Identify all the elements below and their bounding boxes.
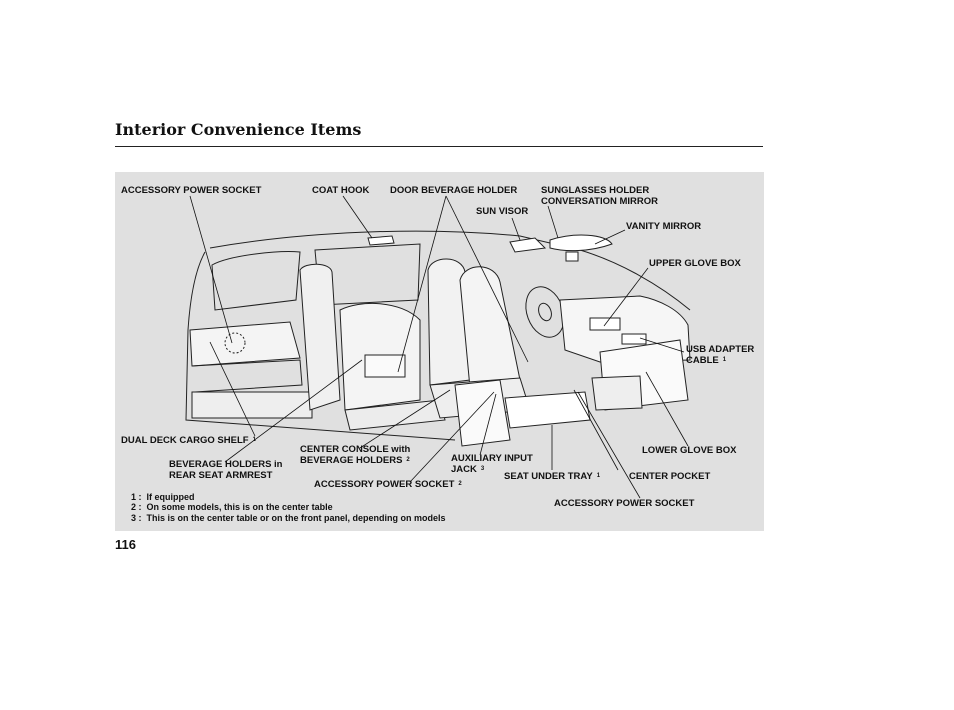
label-usb-adapter-line1: USB ADAPTER: [686, 344, 755, 355]
label-center-console-line2-text: BEVERAGE HOLDERS: [300, 455, 403, 466]
footnote-text: This is on the center table or on the fr…: [146, 513, 446, 523]
label-center-pocket: CENTER POCKET: [629, 471, 711, 482]
footnote-text: If equipped: [146, 492, 195, 502]
label-lower-glove-box: LOWER GLOVE BOX: [642, 445, 737, 456]
footnote-3: 3 : This is on the center table or on th…: [131, 513, 446, 523]
label-sunglasses-holder: SUNGLASSES HOLDER: [541, 185, 650, 196]
footnote-ref: 2: [406, 457, 410, 463]
label-accessory-power-socket-center-text: ACCESSORY POWER SOCKET: [314, 479, 455, 490]
label-door-beverage-holder: DOOR BEVERAGE HOLDER: [390, 185, 518, 196]
label-coat-hook: COAT HOOK: [312, 185, 370, 196]
label-center-console-line1: CENTER CONSOLE with: [300, 444, 411, 455]
footnote-ref: 1: [596, 473, 601, 479]
footnote-ref: 1: [252, 437, 256, 443]
footnote-ref: 3: [480, 466, 485, 472]
label-usb-adapter-line2-text: CABLE: [686, 355, 719, 366]
label-beverage-rear-line1: BEVERAGE HOLDERS in: [169, 459, 283, 470]
label-conversation-mirror: CONVERSATION MIRROR: [541, 196, 658, 207]
page-title: Interior Convenience Items: [115, 120, 362, 139]
title-divider: [115, 146, 763, 147]
label-auxiliary-line2-text: JACK: [451, 464, 477, 475]
footnote-1: 1 : If equipped: [131, 492, 195, 502]
footnote-2: 2 : On some models, this is on the cente…: [131, 502, 333, 512]
label-beverage-rear-line2: REAR SEAT ARMREST: [169, 470, 273, 481]
footnote-ref: 2: [458, 481, 462, 487]
label-vanity-mirror: VANITY MIRROR: [626, 221, 702, 232]
label-auxiliary-line1: AUXILIARY INPUT: [451, 453, 533, 464]
label-accessory-power-socket-top: ACCESSORY POWER SOCKET: [121, 185, 262, 196]
footnote-marker: 1 :: [131, 492, 142, 502]
label-dual-deck-cargo-shelf-text: DUAL DECK CARGO SHELF: [121, 435, 249, 446]
label-upper-glove-box: UPPER GLOVE BOX: [649, 258, 741, 269]
footnote-marker: 3 :: [131, 513, 142, 523]
label-seat-under-tray-text: SEAT UNDER TRAY: [504, 471, 593, 482]
footnote-text: On some models, this is on the center ta…: [146, 502, 333, 512]
label-beverage-holders-rear: BEVERAGE HOLDERS in REAR SEAT ARMREST: [169, 459, 283, 481]
footnote-marker: 2 :: [131, 502, 142, 512]
page-number: 116: [115, 537, 136, 552]
label-sun-visor: SUN VISOR: [476, 206, 529, 217]
label-accessory-power-socket-bottom: ACCESSORY POWER SOCKET: [554, 498, 695, 509]
footnote-ref: 1: [722, 357, 727, 363]
